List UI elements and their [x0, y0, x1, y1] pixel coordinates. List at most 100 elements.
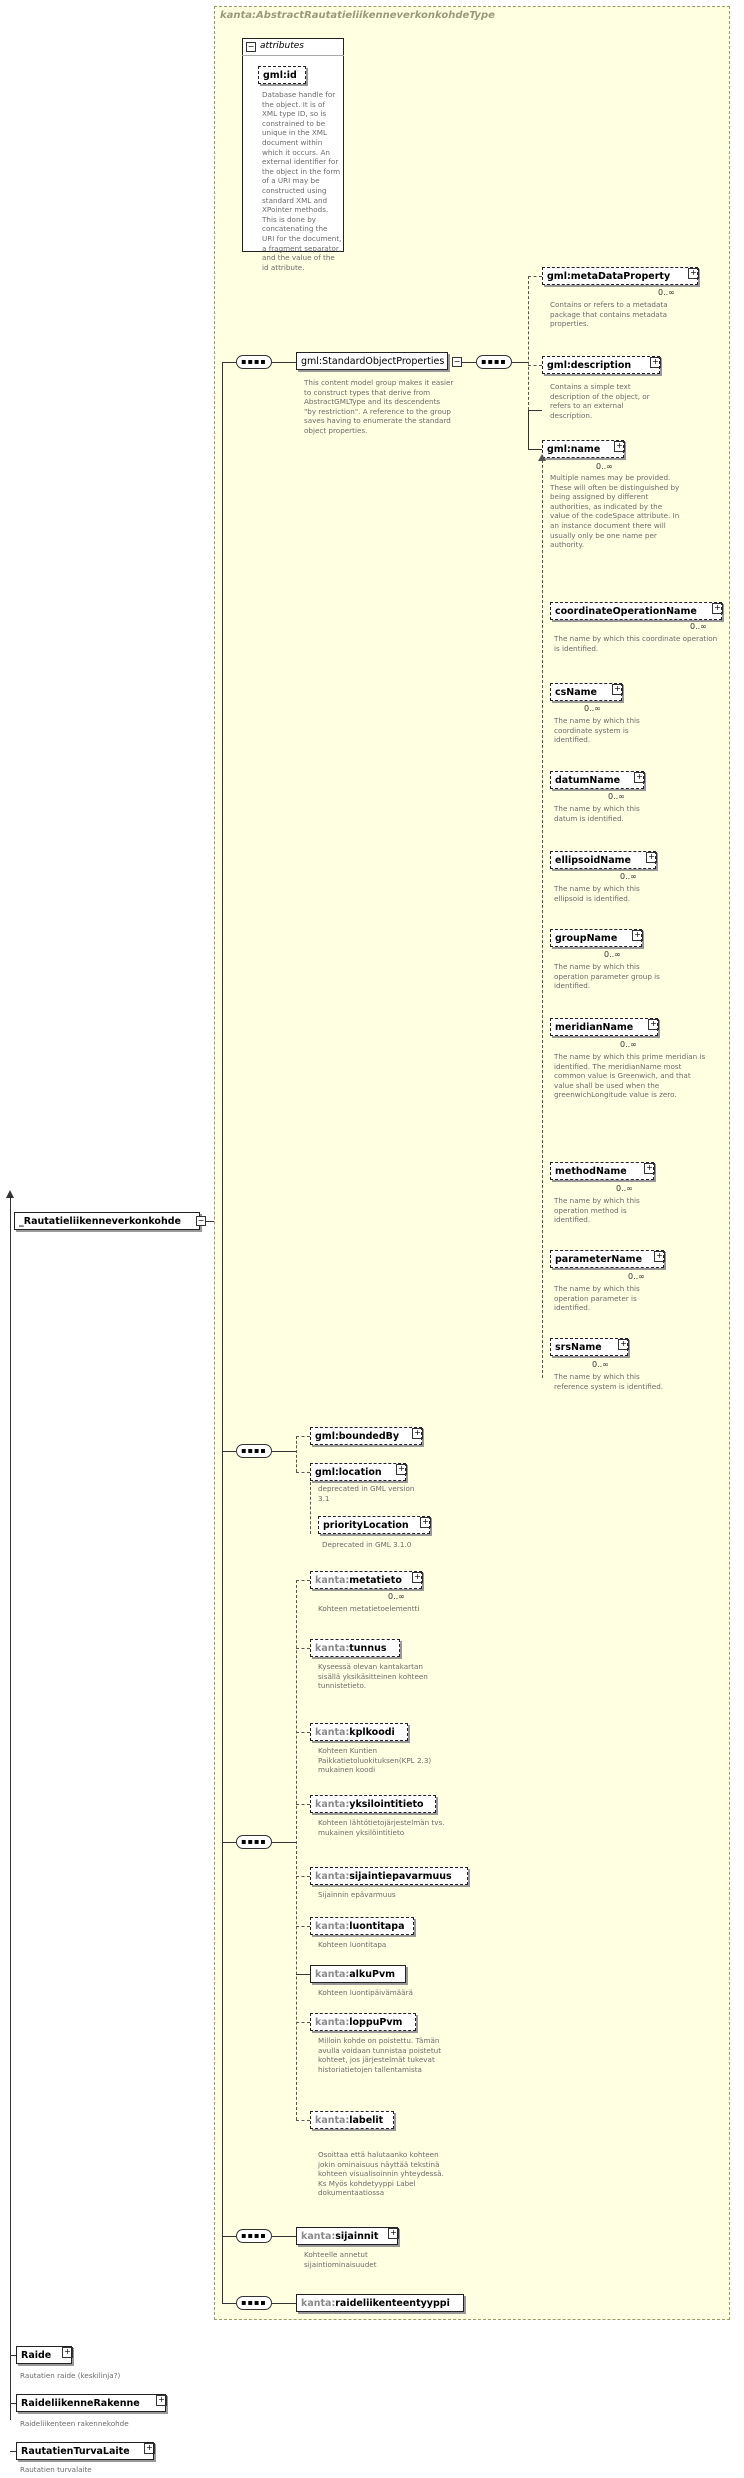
connector [296, 1732, 310, 1733]
substitution-arrow-icon [538, 454, 546, 461]
kanta-luontitapa-element[interactable]: kanta:luontitapa [310, 1917, 414, 1935]
sequence-compositor[interactable]: ▪▪▪▪ [236, 1444, 272, 1458]
gml-boundedby-element[interactable]: gml:boundedBy+ [310, 1427, 423, 1445]
rautatienturvalaite-description: Rautatien turvalaite [20, 2465, 92, 2474]
raide-element[interactable]: Raide+ [16, 2346, 73, 2364]
connector [206, 1221, 214, 1222]
inheritance-arrow-icon [6, 1190, 14, 1198]
connector [296, 2022, 310, 2023]
connector [296, 1804, 310, 1805]
kanta-labelit-element[interactable]: kanta:labelit [310, 2111, 394, 2129]
priority-location-description: Deprecated in GML 3.1.0 [322, 1540, 412, 1549]
srs-name-element[interactable]: srsName+ [550, 1338, 629, 1356]
kanta-item-description: Sijainnin epävarmuus [318, 1890, 396, 1899]
connector [296, 1580, 297, 2120]
substitution-description: The name by which this coordinate operat… [554, 634, 718, 653]
parameter-name-element[interactable]: parameterName+ [550, 1250, 665, 1268]
substitution-description: The name by which this operation method … [554, 1196, 640, 1225]
kanta-raideliikenteentyyppi-element[interactable]: kanta:raideliikenteentyyppi [296, 2294, 464, 2312]
gml-location-element[interactable]: gml:location+ [310, 1463, 407, 1481]
kanta-alkupvm-element[interactable]: kanta:alkuPvm [310, 1965, 406, 1983]
substitution-description: The name by which this reference system … [554, 1372, 664, 1391]
kanta-kplkoodi-element[interactable]: kanta:kplkoodi [310, 1723, 408, 1741]
raideliikennerakenne-element[interactable]: RaideliikenneRakenne+ [16, 2394, 167, 2412]
standard-object-properties-group[interactable]: gml:StandardObjectProperties [296, 352, 448, 370]
kanta-item-description: Kyseessä olevan kantakartan sisällä yksi… [318, 1662, 428, 1691]
cardinality: 0..∞ [604, 950, 621, 959]
connector [222, 1451, 236, 1452]
connector [462, 362, 476, 363]
attributes-divider [242, 55, 344, 56]
datum-name-element[interactable]: datumName+ [550, 771, 645, 789]
connector [222, 2303, 236, 2304]
gml-description-element[interactable]: gml:description+ [542, 356, 661, 374]
gml-id-description: Database handle for the object. It is of… [262, 90, 342, 272]
cardinality: 0..∞ [616, 1184, 633, 1193]
raide-description: Rautatien raide (keskilinja?) [20, 2371, 121, 2380]
rautatienturvalaite-element[interactable]: RautatienTurvaLaite+ [16, 2442, 155, 2460]
kanta-metatieto-element[interactable]: kanta:metatieto+ [310, 1571, 423, 1589]
collapse-icon[interactable]: − [196, 1216, 206, 1226]
connector [296, 1926, 310, 1927]
cs-name-element[interactable]: csName+ [550, 683, 623, 701]
cardinality: 0..∞ [658, 288, 675, 297]
connector [10, 2403, 16, 2404]
kanta-loppupvm-element[interactable]: kanta:loppuPvm [310, 2013, 416, 2031]
collapse-icon[interactable]: − [452, 357, 462, 367]
sequence-compositor[interactable]: ▪▪▪▪ [236, 2296, 272, 2310]
connector [222, 2236, 236, 2237]
connector [10, 2451, 16, 2452]
standard-props-description: This content model group makes it easier… [304, 378, 454, 435]
sequence-trunk [222, 362, 223, 2303]
kanta-item-description: Kohteen metatietoelementti [318, 1604, 420, 1613]
connector [296, 1876, 310, 1877]
connector [296, 1648, 310, 1649]
coordinate-operation-name-element[interactable]: coordinateOperationName+ [550, 602, 723, 620]
substitution-description: The name by which this operation paramet… [554, 1284, 640, 1313]
kanta-item-description: Osoittaa että halutaanko kohteen jokin o… [318, 2150, 444, 2198]
group-name-element[interactable]: groupName+ [550, 929, 643, 947]
gml-id-attribute[interactable]: gml:id [258, 66, 306, 84]
kanta-tunnus-element[interactable]: kanta:tunnus [310, 1639, 400, 1657]
collapse-icon[interactable]: − [246, 42, 256, 52]
connector [296, 1974, 310, 1975]
kanta-yksilointitieto-element[interactable]: kanta:yksilointitieto [310, 1795, 436, 1813]
method-name-element[interactable]: methodName+ [550, 1162, 655, 1180]
connector [296, 1472, 310, 1473]
root-element[interactable]: _Rautatieliikenneverkonkohde [14, 1212, 200, 1230]
connector [272, 1842, 296, 1843]
substitution-description: The name by which this ellipsoid is iden… [554, 884, 640, 903]
substitution-description: The name by which this prime meridian is… [554, 1052, 706, 1100]
substitution-description: The name by which this datum is identifi… [554, 804, 640, 823]
sequence-compositor[interactable]: ▪▪▪▪ [476, 355, 512, 369]
connector [272, 362, 296, 363]
sijainnit-description: Kohteelle annetut sijaintiominaisuudet [304, 2250, 377, 2269]
gml-description-description: Contains a simple text description of th… [550, 382, 650, 420]
gml-metadataproperty-element[interactable]: gml:metaDataProperty+ [542, 267, 699, 285]
complex-type-title: kanta:AbstractRautatieliikenneverkonkohd… [220, 10, 495, 21]
connector [528, 276, 529, 410]
connector [272, 2236, 296, 2237]
metadataproperty-description: Contains or refers to a metadata package… [550, 300, 668, 329]
cardinality: 0..∞ [690, 622, 707, 631]
connector [222, 362, 236, 363]
connector [272, 2303, 296, 2304]
substitution-description: The name by which this coordinate system… [554, 716, 640, 745]
connector [296, 2120, 310, 2121]
kanta-item-description: Kohteen luontitapa [318, 1940, 387, 1949]
cardinality: 0..∞ [596, 462, 613, 471]
connector [528, 449, 542, 450]
priority-location-element[interactable]: priorityLocation+ [318, 1516, 431, 1534]
kanta-sijainnit-element[interactable]: kanta:sijainnit+ [296, 2227, 399, 2245]
kanta-sijaintiepavarmuus-element[interactable]: kanta:sijaintiepavarmuus [310, 1867, 468, 1885]
ellipsoid-name-element[interactable]: ellipsoidName+ [550, 851, 657, 869]
sequence-compositor[interactable]: ▪▪▪▪ [236, 1835, 272, 1849]
sequence-compositor[interactable]: ▪▪▪▪ [236, 2229, 272, 2243]
substitution-line [542, 460, 543, 1378]
inheritance-line [10, 1196, 11, 2420]
raideliikennerakenne-description: Raideliikenteen rakennekohde [20, 2419, 129, 2428]
sequence-compositor[interactable]: ▪▪▪▪ [236, 355, 272, 369]
meridian-name-element[interactable]: meridianName+ [550, 1018, 659, 1036]
gml-name-element[interactable]: gml:name+ [542, 440, 625, 458]
cardinality: 0..∞ [620, 1040, 637, 1049]
